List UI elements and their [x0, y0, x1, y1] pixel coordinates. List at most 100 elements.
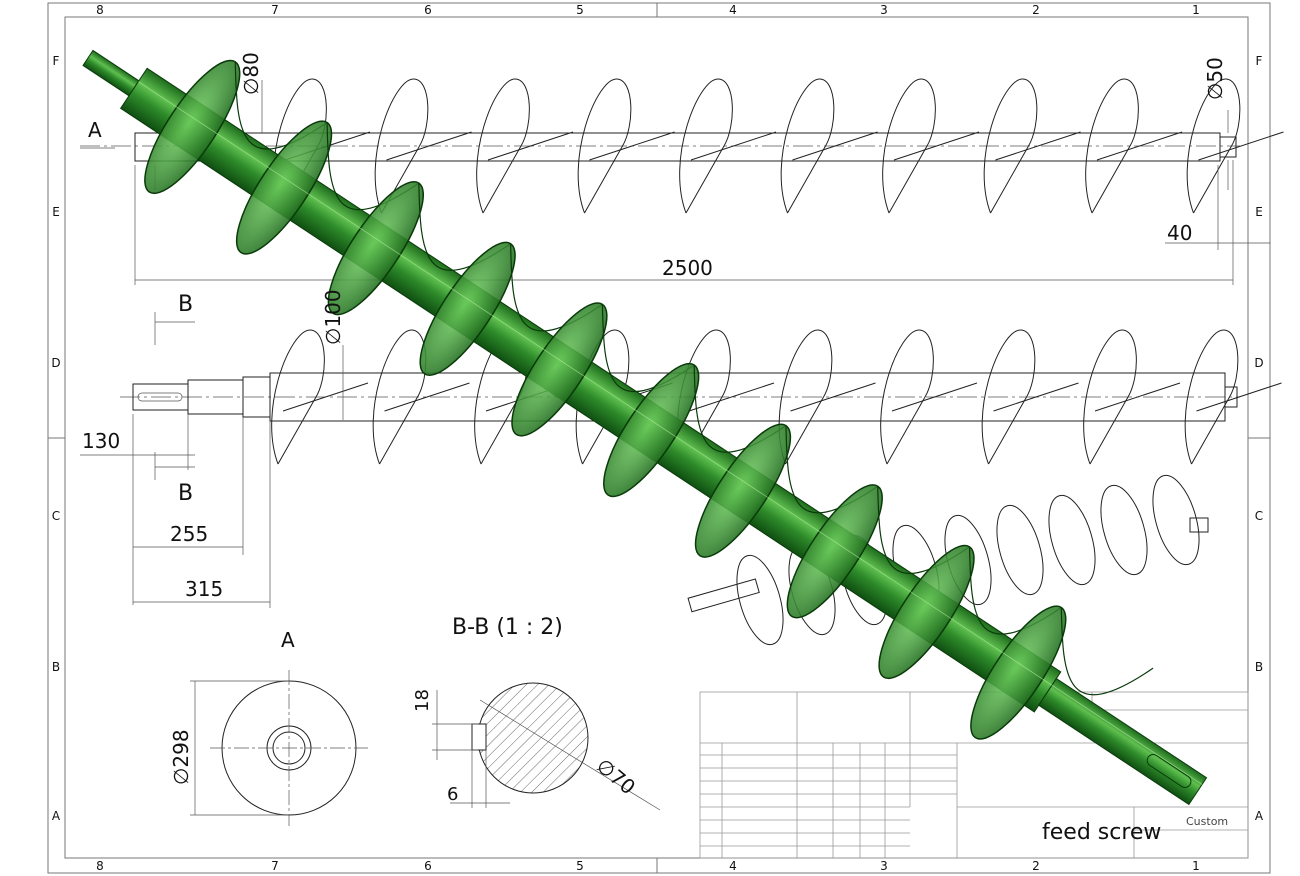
- screw-flight: [882, 78, 936, 214]
- column-label: 2: [1032, 3, 1040, 17]
- column-label: 5: [576, 859, 584, 873]
- row-label: E: [52, 205, 60, 219]
- column-label: 3: [880, 3, 888, 17]
- view-a-title: A: [281, 628, 295, 652]
- title-block: [699, 691, 1249, 859]
- row-label: F: [53, 54, 60, 68]
- screw-flight: [374, 78, 429, 214]
- iso-flight: [736, 554, 784, 646]
- row-label: B: [1255, 660, 1263, 674]
- dim-dia-298: ∅298: [169, 729, 193, 785]
- column-label: 2: [1032, 859, 1040, 873]
- column-label: 3: [880, 859, 888, 873]
- iso-shaft-tip: [1189, 517, 1209, 533]
- screw-flight: [372, 329, 427, 465]
- screw-flight: [778, 329, 833, 465]
- flight-edge: [891, 382, 978, 412]
- screw-flight: [1184, 329, 1239, 465]
- flight-edge: [993, 382, 1079, 412]
- screw-flight: [1083, 329, 1137, 465]
- flight-edge: [1096, 131, 1183, 161]
- flight-edge: [282, 382, 369, 412]
- row-label: E: [1255, 205, 1263, 219]
- column-label: 4: [729, 859, 737, 873]
- screw-flight: [577, 78, 632, 214]
- flight-edge: [487, 131, 574, 161]
- row-label: D: [51, 356, 60, 370]
- row-label: C: [1255, 509, 1263, 523]
- dimension-lines: [80, 80, 1270, 608]
- part-name: feed screw: [1042, 820, 1161, 845]
- column-label: 8: [96, 3, 104, 17]
- screw-flight: [1186, 78, 1241, 214]
- section-marker-b-top: B: [178, 292, 193, 317]
- column-label: 8: [96, 859, 104, 873]
- model-flight-edge: [1060, 607, 1154, 696]
- iso-flight: [1152, 474, 1200, 566]
- flight-edge: [1198, 131, 1284, 161]
- sheet-size: Custom: [1186, 815, 1228, 828]
- iso-shaft-end: [687, 578, 760, 613]
- iso-flight: [1100, 484, 1148, 576]
- model-flight: [786, 484, 883, 619]
- dim-dia-80: ∅80: [239, 52, 263, 95]
- view-a-end: [190, 670, 368, 826]
- flight-edge: [384, 382, 470, 412]
- flight-edge: [589, 131, 675, 161]
- flight-edge: [790, 382, 876, 412]
- screw-flight: [679, 78, 733, 214]
- column-label: 7: [271, 859, 279, 873]
- screw-flight: [880, 329, 934, 465]
- dim-40: 40: [1167, 221, 1192, 245]
- dim-130: 130: [82, 429, 120, 453]
- flight-edge: [893, 131, 980, 161]
- model-highlight: [138, 81, 1203, 785]
- dim-315: 315: [185, 577, 223, 601]
- row-label: F: [1256, 54, 1263, 68]
- flight-edge: [386, 131, 472, 161]
- flight-edge: [1094, 382, 1181, 412]
- dim-2500: 2500: [662, 256, 713, 280]
- screw-flight: [1085, 78, 1139, 214]
- column-label: 5: [576, 3, 584, 17]
- section-title: B-B (1 : 2): [452, 615, 563, 640]
- view-arrow-a-label: A: [88, 118, 102, 142]
- column-label: 7: [271, 3, 279, 17]
- dim-dia-70: ∅70: [592, 753, 640, 799]
- side-view-top: [80, 78, 1284, 214]
- flight-edge: [1196, 382, 1282, 412]
- column-label: 6: [424, 859, 432, 873]
- screw-flight: [983, 78, 1038, 214]
- screw-flight: [575, 329, 630, 465]
- column-label: 4: [729, 3, 737, 17]
- model-flight: [419, 241, 516, 376]
- dim-dia-100: ∅100: [321, 289, 345, 345]
- dim-255: 255: [170, 522, 208, 546]
- screw-flight: [271, 329, 325, 465]
- iso-flight: [1048, 494, 1096, 586]
- sheet-frame: [47, 2, 1271, 874]
- model-keyway: [1146, 754, 1192, 788]
- column-label: 1: [1192, 3, 1200, 17]
- screw-flight: [476, 78, 530, 214]
- flight-edge: [995, 131, 1081, 161]
- section-b-b: [432, 682, 661, 811]
- screw-flight: [981, 329, 1036, 465]
- dim-18: 18: [412, 689, 433, 712]
- side-view-middle: [120, 329, 1282, 465]
- screw-flight: [780, 78, 835, 214]
- row-label: A: [52, 809, 61, 823]
- section-marker-b-bottom: B: [178, 481, 193, 506]
- column-label: 6: [424, 3, 432, 17]
- dim-dia-50: ∅50: [1203, 57, 1227, 100]
- flight-edge: [792, 131, 878, 161]
- model-shaft-end: [1038, 677, 1208, 806]
- flight-edge: [690, 131, 777, 161]
- row-label: A: [1255, 809, 1264, 823]
- row-label: C: [52, 509, 60, 523]
- row-label: B: [52, 660, 60, 674]
- dim-6: 6: [447, 784, 458, 805]
